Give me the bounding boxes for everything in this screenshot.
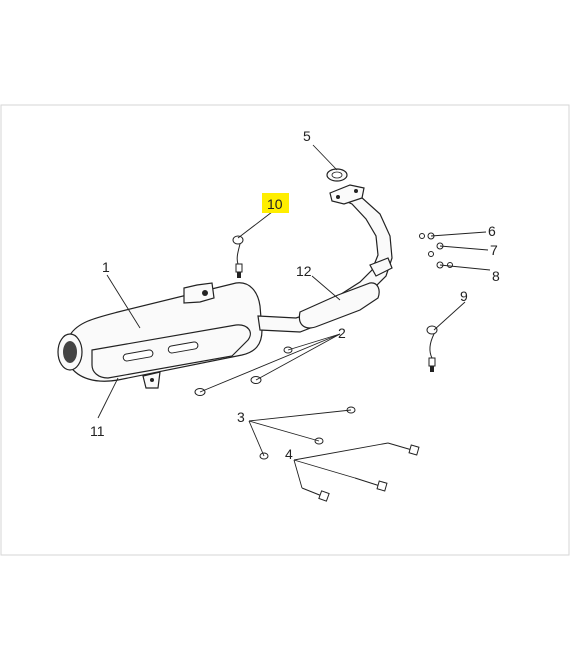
sensor-part-10[interactable] [232, 235, 244, 278]
callout-4: 4 [285, 446, 293, 462]
muffler-outlet [63, 341, 77, 363]
callout-7: 7 [490, 242, 498, 258]
callout-8: 8 [492, 268, 500, 284]
callout-6: 6 [488, 223, 496, 239]
gasket-part[interactable] [326, 168, 348, 182]
hardware-6-7-8[interactable] [419, 232, 453, 269]
callout-10: 10 [267, 196, 283, 212]
muffler-part[interactable] [57, 282, 263, 389]
washers-part-2[interactable] [194, 346, 293, 396]
callout-3: 3 [237, 409, 245, 425]
callout-1: 1 [102, 259, 110, 275]
callout-5: 5 [303, 128, 311, 144]
bolts-part-4[interactable] [301, 442, 420, 502]
callout-11: 11 [90, 423, 105, 439]
sensor-part-9[interactable] [426, 325, 438, 372]
diagram-border [0, 104, 570, 556]
callout-9: 9 [460, 288, 468, 304]
leader-lines [97, 144, 491, 489]
callout-10-highlight [262, 193, 289, 213]
callout-2: 2 [338, 325, 346, 341]
callout-12: 12 [296, 263, 312, 279]
exhaust-pipe-part[interactable] [257, 184, 393, 333]
